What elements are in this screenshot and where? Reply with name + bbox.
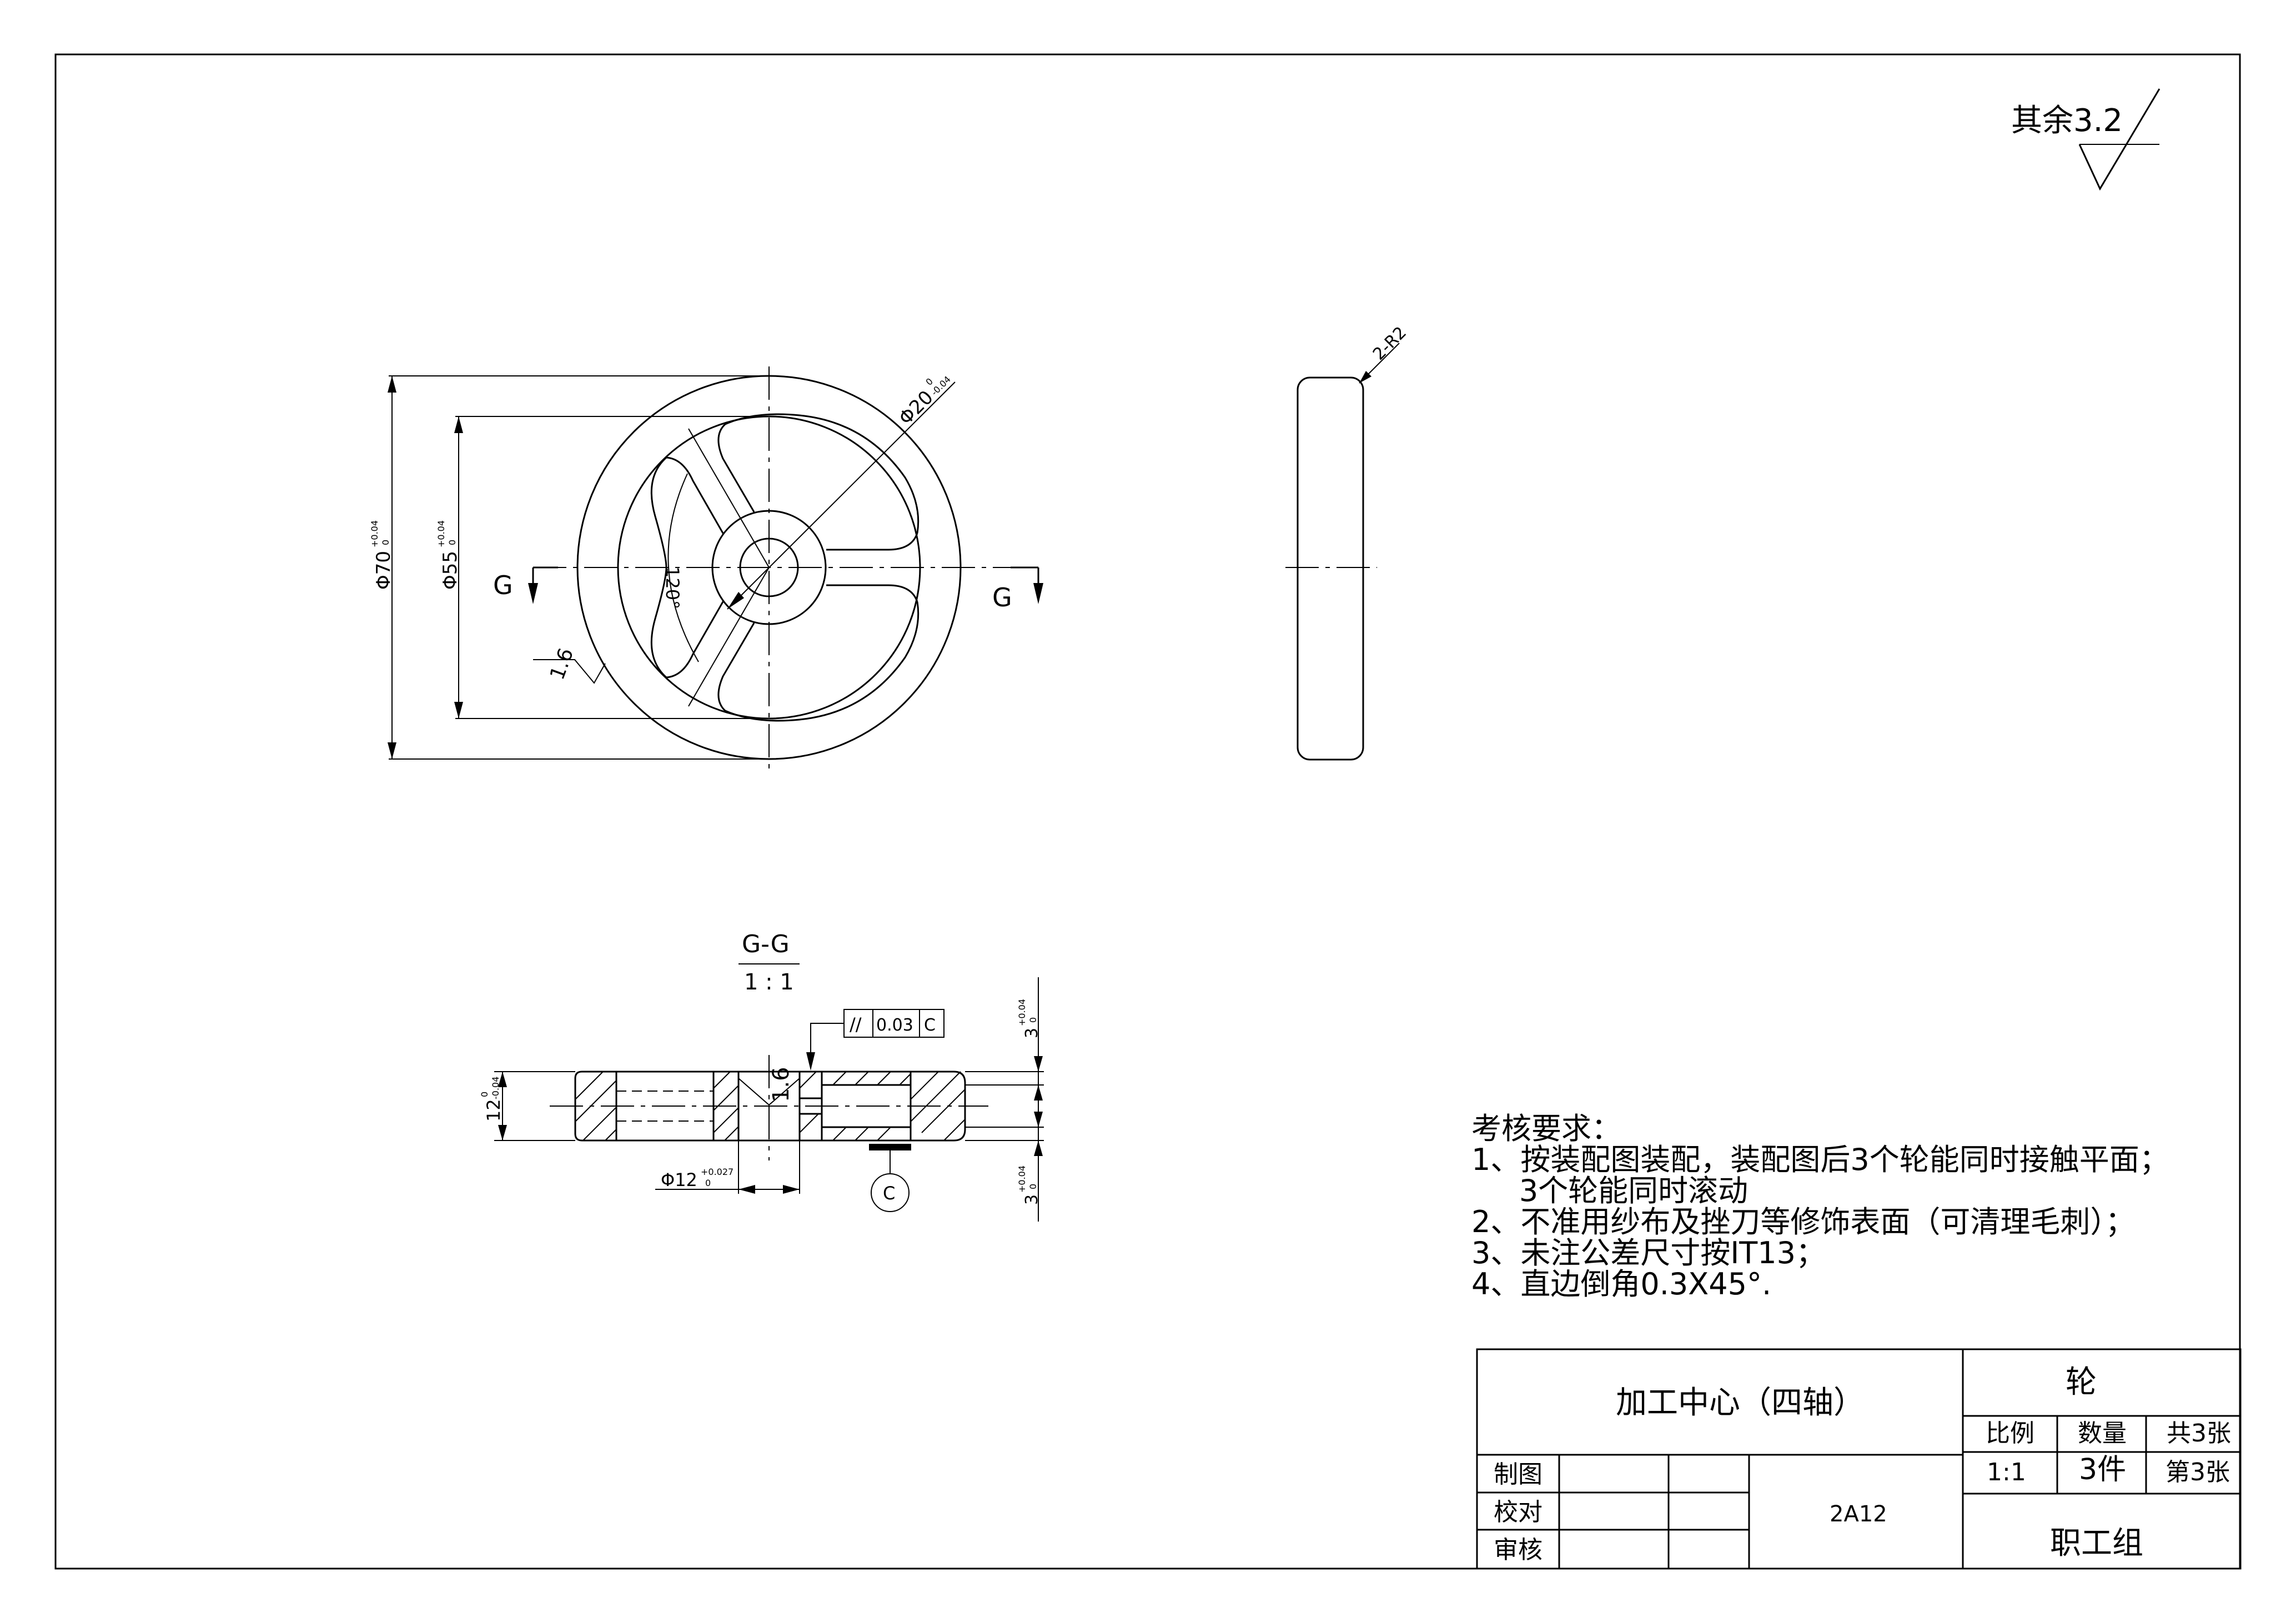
- requirement-line: 4、直边倒角0.3X45°.: [1471, 1267, 1772, 1302]
- section-scale: 1 : 1: [744, 969, 794, 995]
- bore: [739, 537, 799, 597]
- svg-text:1.6: 1.6: [546, 645, 578, 683]
- svg-text:C: C: [924, 1016, 936, 1035]
- project-name: 加工中心（四轴）: [1616, 1385, 1865, 1421]
- svg-text://: //: [850, 1014, 862, 1035]
- side-profile: [1297, 376, 1364, 761]
- dim-bore: Φ12: [661, 1169, 697, 1190]
- dim-outer-diameter: Φ70: [373, 551, 395, 590]
- svg-text:第3张: 第3张: [2166, 1458, 2230, 1486]
- roughness-symbol-front: 1.6: [533, 645, 606, 684]
- requirement-line: 1、按装配图装配，装配图后3个轮能同时接触平面；: [1471, 1142, 2169, 1177]
- svg-text:1.6: 1.6: [768, 1067, 794, 1102]
- svg-text:0: 0: [705, 1178, 711, 1188]
- svg-text:+0.04: +0.04: [1017, 1165, 1027, 1193]
- group-name: 职工组: [2050, 1525, 2143, 1561]
- svg-text:0: 0: [1028, 1184, 1038, 1189]
- material: 2A12: [1830, 1501, 1887, 1527]
- dim-fillet: 2-R2: [1369, 323, 1410, 364]
- section-body: [574, 1071, 966, 1142]
- section-view: G-G 1 : 1: [479, 930, 1044, 1222]
- svg-text:制图: 制图: [1494, 1460, 1543, 1489]
- svg-text:校对: 校对: [1494, 1498, 1543, 1526]
- section-mark-right: G: [992, 582, 1012, 612]
- part-name: 轮: [2066, 1364, 2097, 1400]
- title-block: 加工中心（四轴） 轮 比例 数量 共3张 1:1 3件 第3张 制图 校对 审核…: [1476, 1348, 2242, 1570]
- hub: [711, 510, 827, 625]
- requirement-line: 2、不准用纱布及挫刀等修饰表面（可清理毛刺）；: [1471, 1204, 2136, 1239]
- requirement-line: 3个轮能同时滚动: [1471, 1173, 1749, 1208]
- gdt-frame: // 0.03 C: [806, 1009, 944, 1071]
- surface-finish-symbol: 其余3.2: [2011, 88, 2161, 191]
- svg-text:1:1: 1:1: [1987, 1458, 2026, 1486]
- dim-angle: 120°: [662, 566, 683, 609]
- svg-text:审核: 审核: [1494, 1536, 1543, 1564]
- dim-top: 3: [1022, 1028, 1042, 1038]
- svg-text:0: 0: [380, 540, 391, 545]
- sheet-border: [54, 53, 2241, 1570]
- svg-text:+0.04: +0.04: [1017, 999, 1027, 1026]
- svg-text:数量: 数量: [2078, 1419, 2127, 1448]
- dim-inner-diameter: Φ55: [439, 551, 461, 590]
- section-title: G-G: [742, 930, 790, 958]
- svg-text:+0.027: +0.027: [701, 1167, 733, 1177]
- surface-finish-label: 其余3.2: [2011, 103, 2123, 139]
- section-mark-left: G: [493, 570, 513, 600]
- svg-text:0: 0: [479, 1092, 490, 1097]
- datum-label: C: [883, 1183, 895, 1204]
- dim-bottom: 3: [1022, 1194, 1042, 1205]
- side-view: 2-R2: [1285, 323, 1410, 761]
- svg-text:0: 0: [1028, 1017, 1038, 1023]
- svg-text:+0.04: +0.04: [436, 520, 446, 547]
- svg-text:0.03: 0.03: [876, 1016, 913, 1035]
- requirement-line: 3、未注公差尺寸按IT13；: [1471, 1235, 1826, 1270]
- front-view: G G Φ70 +0.04 0 Φ55 +0.04 0 Φ20: [369, 366, 1043, 775]
- dim-thickness: 12: [483, 1099, 504, 1122]
- requirements-title: 考核要求：: [1471, 1111, 1621, 1146]
- svg-text:+0.04: +0.04: [369, 520, 380, 547]
- svg-text:共3张: 共3张: [2167, 1419, 2231, 1448]
- svg-text:比例: 比例: [1986, 1419, 2034, 1448]
- svg-text:0: 0: [447, 540, 458, 545]
- requirements-notes: 考核要求： 1、按装配图装配，装配图后3个轮能同时接触平面； 3个轮能同时滚动 …: [1471, 1113, 2169, 1300]
- svg-text:-0.04: -0.04: [490, 1077, 501, 1099]
- svg-text:3件: 3件: [2079, 1453, 2126, 1486]
